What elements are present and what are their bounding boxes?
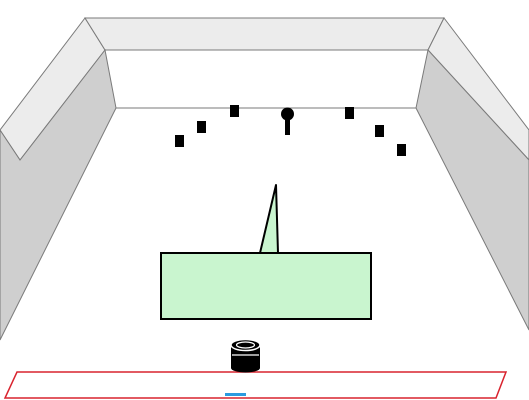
launch-zone xyxy=(3,371,508,399)
target-arc xyxy=(175,105,406,156)
wall-top-back xyxy=(84,17,445,51)
wall-top-right xyxy=(427,17,529,161)
launcher-cylinder[interactable] xyxy=(230,338,261,373)
wall-side-left xyxy=(0,48,117,341)
target-block xyxy=(230,105,239,117)
wall-side-right xyxy=(415,48,529,331)
arena-walls xyxy=(0,17,529,341)
pin-head xyxy=(281,107,294,121)
target-block xyxy=(175,135,184,147)
center-pin xyxy=(281,107,294,135)
target-block xyxy=(397,144,406,156)
aim-marker xyxy=(225,393,246,396)
target-block xyxy=(345,107,354,119)
launcher-body xyxy=(231,345,260,368)
launcher-bottom xyxy=(231,363,260,373)
pin-post xyxy=(285,115,290,135)
target-block xyxy=(375,125,384,137)
launcher-inner-ring xyxy=(235,341,256,349)
bumper-block xyxy=(160,252,372,320)
launcher-top xyxy=(230,338,261,352)
ramp-fin xyxy=(259,184,279,254)
target-block xyxy=(197,121,206,133)
